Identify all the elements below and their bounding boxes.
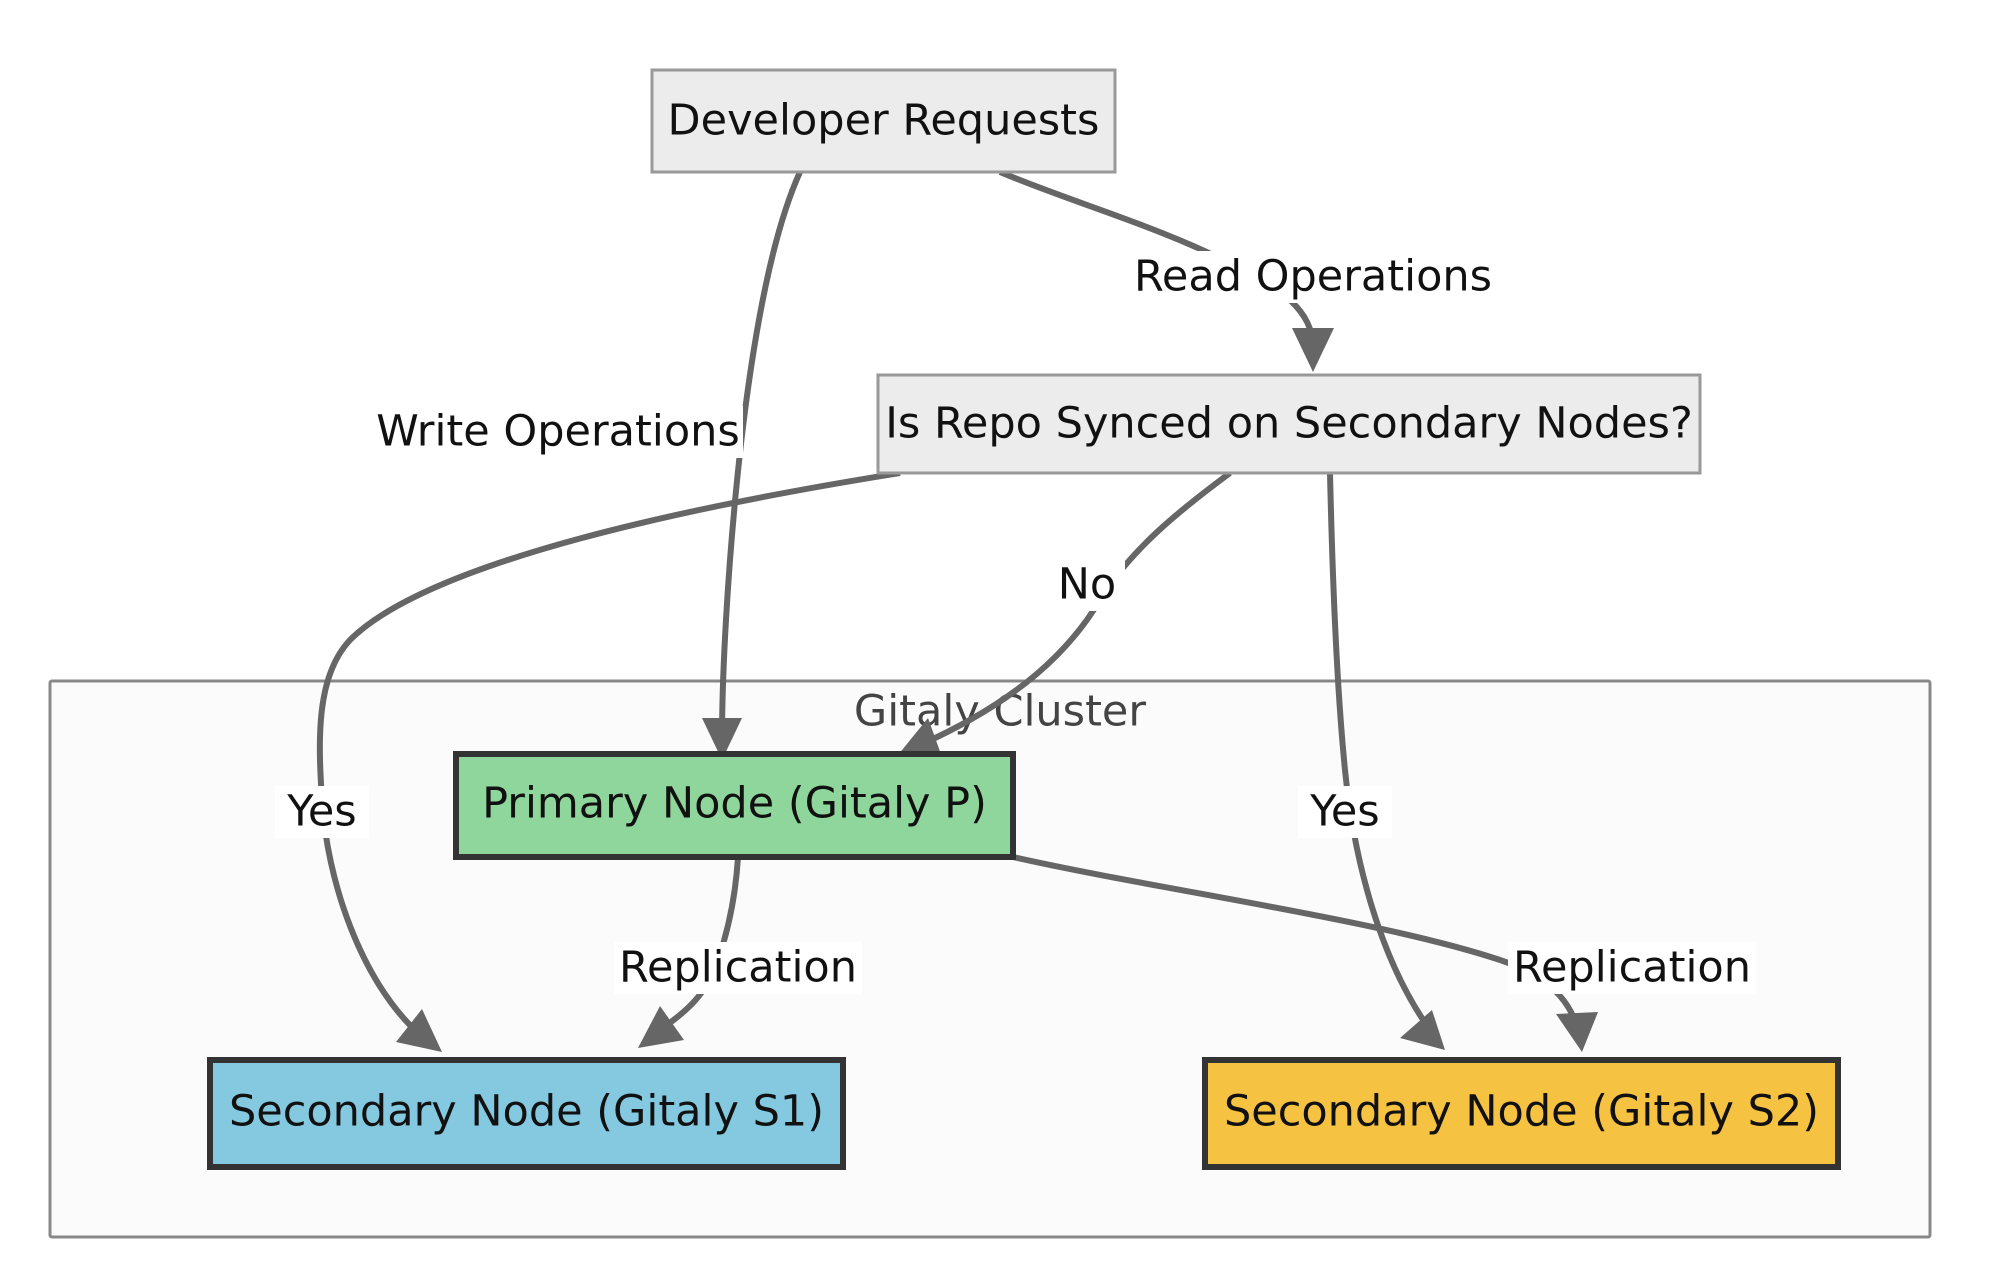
node-secondary-node-s1-label: Secondary Node (Gitaly S1) bbox=[229, 1087, 824, 1137]
cluster-label: Gitaly Cluster bbox=[854, 687, 1146, 737]
edge-label-yes-s1-text: Yes bbox=[286, 787, 356, 837]
node-developer-requests-box[interactable] bbox=[650, 68, 1117, 174]
node-secondary-node-s2-box[interactable] bbox=[1202, 1057, 1841, 1170]
edge-label-read-operations-bg bbox=[1135, 251, 1491, 303]
nodes-layer: Developer Requests Is Repo Synced on Sec… bbox=[207, 68, 1841, 1170]
edge-label-write-operations-bg bbox=[373, 406, 743, 458]
edge-yes-s1-path bbox=[316, 470, 901, 1038]
edge-write-operations-path bbox=[719, 170, 803, 741]
node-primary-node-label: Primary Node (Gitaly P) bbox=[482, 779, 987, 829]
node-secondary-node-s1[interactable]: Secondary Node (Gitaly S1) bbox=[207, 1057, 846, 1170]
node-primary-node[interactable]: Primary Node (Gitaly P) bbox=[453, 751, 1016, 860]
edge-label-replication-s1-text: Replication bbox=[619, 943, 857, 993]
edge-write-operations bbox=[702, 170, 803, 760]
node-is-repo-synced-label: Is Repo Synced on Secondary Nodes? bbox=[885, 399, 1693, 449]
edge-read-operations-arrowhead bbox=[1292, 328, 1334, 372]
edge-replication-s1-arrowhead bbox=[638, 1006, 684, 1048]
edge-label-replication-s1-bg bbox=[614, 942, 862, 994]
edge-label-replication-s1: Replication bbox=[614, 942, 862, 994]
edge-label-yes-s2: Yes bbox=[1298, 786, 1392, 838]
edge-label-no-primary: No bbox=[1049, 559, 1125, 611]
node-secondary-node-s2[interactable]: Secondary Node (Gitaly S2) bbox=[1202, 1057, 1841, 1170]
node-primary-node-box[interactable] bbox=[453, 751, 1016, 860]
edge-yes-s2-path bbox=[1327, 472, 1433, 1032]
edge-label-yes-s2-text: Yes bbox=[1309, 787, 1379, 837]
node-developer-requests-label: Developer Requests bbox=[668, 96, 1100, 146]
node-secondary-node-s2-label: Secondary Node (Gitaly S2) bbox=[1224, 1087, 1819, 1137]
edge-label-replication-s2-bg bbox=[1508, 942, 1756, 994]
edge-label-read-operations-text: Read Operations bbox=[1134, 252, 1492, 302]
node-is-repo-synced[interactable]: Is Repo Synced on Secondary Nodes? bbox=[876, 373, 1702, 475]
edge-yes-s1-arrowhead bbox=[396, 1009, 442, 1052]
edge-replication-s2-arrowhead bbox=[1556, 1012, 1598, 1052]
edge-label-yes-s1: Yes bbox=[275, 786, 369, 838]
edge-label-read-operations: Read Operations bbox=[1134, 251, 1492, 303]
edge-label-write-operations: Write Operations bbox=[373, 406, 743, 458]
node-developer-requests[interactable]: Developer Requests bbox=[650, 68, 1117, 174]
edge-label-replication-s2-text: Replication bbox=[1513, 943, 1751, 993]
edge-write-operations-arrowhead bbox=[702, 718, 742, 760]
edge-yes-s2-arrowhead bbox=[1400, 1010, 1445, 1050]
edge-label-write-operations-text: Write Operations bbox=[376, 407, 740, 457]
edge-yes-s1 bbox=[316, 470, 901, 1052]
node-is-repo-synced-box[interactable] bbox=[876, 373, 1702, 475]
node-secondary-node-s1-box[interactable] bbox=[207, 1057, 846, 1170]
edge-label-no-primary-bg bbox=[1049, 559, 1125, 611]
edge-label-yes-s1-bg bbox=[275, 786, 369, 838]
edge-yes-s2 bbox=[1327, 472, 1445, 1050]
edge-label-no-primary-text: No bbox=[1058, 560, 1116, 610]
edge-label-replication-s2: Replication bbox=[1508, 942, 1756, 994]
edge-label-yes-s2-bg bbox=[1298, 786, 1392, 838]
edge-labels-layer: Write Operations Read Operations Yes No … bbox=[275, 251, 1756, 994]
edge-no-primary-arrowhead bbox=[898, 718, 942, 757]
